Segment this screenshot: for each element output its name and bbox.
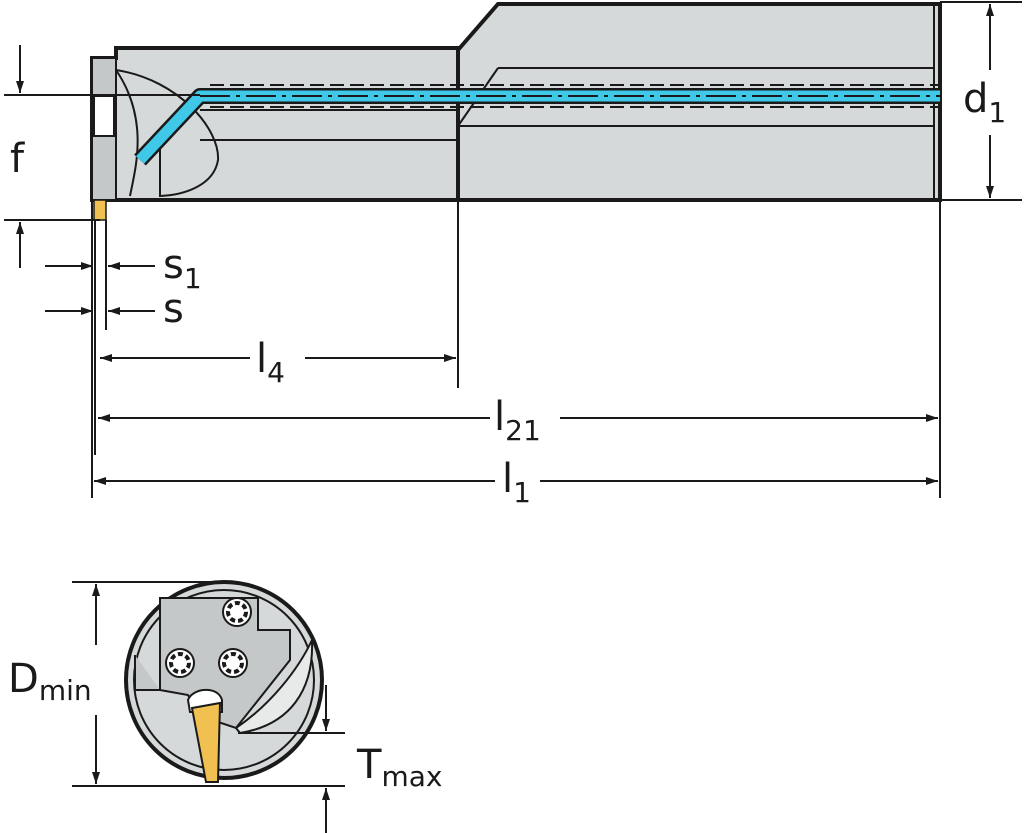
front-view: Dmin Tmax <box>8 580 442 833</box>
screw-top <box>222 597 252 627</box>
side-view: f d1 s1 s l4 l21 l1 <box>4 1 1022 509</box>
insert <box>93 199 107 221</box>
label-l4: l4 <box>256 336 285 389</box>
label-tmax: Tmax <box>356 742 442 793</box>
screw-right <box>218 648 248 678</box>
label-l21: l21 <box>494 394 541 447</box>
label-l1: l1 <box>502 456 531 509</box>
label-dmin: Dmin <box>8 656 92 707</box>
front-face-slot <box>93 95 115 137</box>
flute-edge <box>115 69 139 197</box>
label-s: s <box>163 286 184 332</box>
front-body <box>90 46 460 202</box>
front-flute <box>234 639 314 735</box>
label-f: f <box>10 136 25 182</box>
chip-flute <box>115 69 220 198</box>
screw-left <box>165 648 195 678</box>
label-d1: d1 <box>963 76 1006 129</box>
label-s1: s1 <box>163 242 202 295</box>
front-insert <box>190 701 222 783</box>
